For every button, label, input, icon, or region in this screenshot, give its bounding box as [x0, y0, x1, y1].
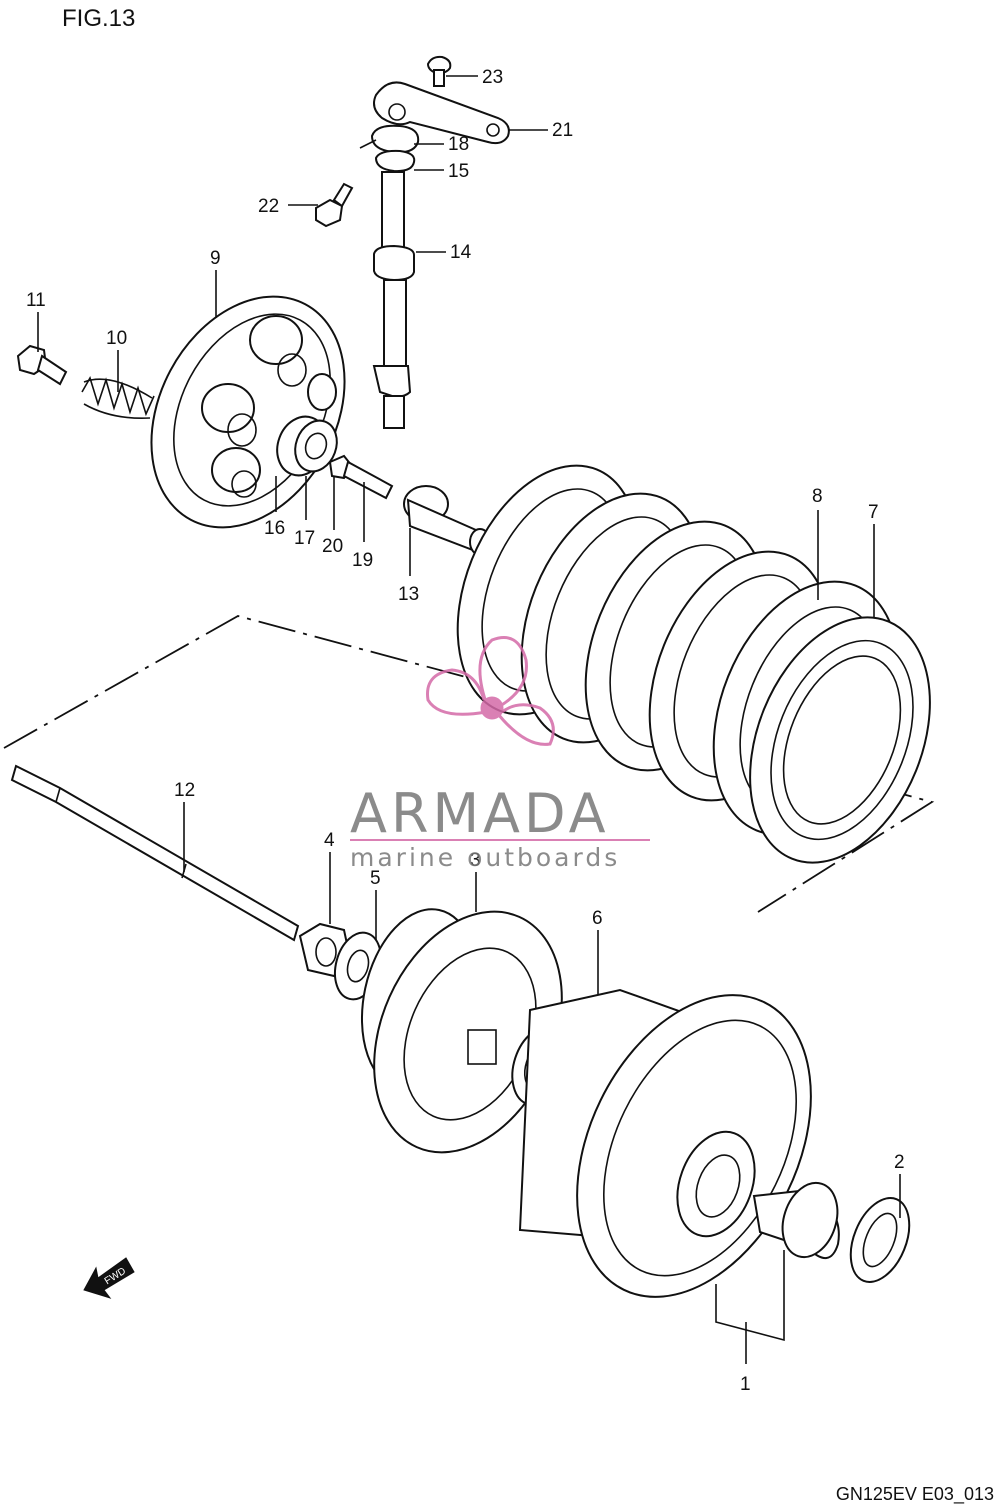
forward-arrow-icon: FWD [83, 1257, 135, 1299]
propeller-logo [426, 636, 555, 746]
part-label-20: 20 [322, 536, 343, 557]
figure-code: GN125EV E03_013 [836, 1484, 994, 1505]
part-label-2: 2 [894, 1152, 905, 1173]
part-label-17: 17 [294, 528, 315, 549]
leader-lines [37, 75, 901, 1364]
part-label-6: 6 [592, 908, 603, 929]
part-labels: 23 21 18 15 22 14 9 11 10 16 17 20 19 13… [26, 67, 905, 1395]
part-label-8: 8 [812, 486, 823, 507]
pressure-plate-assembly [16, 295, 394, 529]
push-piece [403, 485, 491, 556]
part-label-10: 10 [106, 328, 127, 349]
part-label-15: 15 [448, 161, 469, 182]
watermark-brand: ARMADA [350, 782, 610, 845]
part-label-3: 3 [470, 850, 481, 871]
clutch-plates-stack [456, 464, 931, 864]
armada-watermark: ARMADA marine outboards [350, 636, 650, 872]
part-label-21: 21 [552, 120, 573, 141]
part-label-16: 16 [264, 518, 285, 539]
part-label-18: 18 [448, 134, 469, 155]
push-rod [10, 764, 300, 942]
part-label-11: 11 [26, 290, 46, 311]
part-label-19: 19 [352, 550, 373, 571]
housing-spacer-washer [849, 1197, 911, 1283]
part-label-9: 9 [210, 248, 221, 269]
part-label-14: 14 [450, 242, 472, 263]
release-lever-assembly [315, 55, 510, 429]
part-label-22: 22 [258, 196, 279, 217]
part-label-5: 5 [370, 868, 381, 889]
figure-title: FIG.13 [62, 5, 135, 32]
part-label-7: 7 [868, 502, 879, 523]
watermark-tagline: marine outboards [350, 843, 620, 872]
part-label-12: 12 [174, 780, 195, 801]
part-label-4: 4 [324, 830, 335, 851]
clutch-housing [518, 988, 840, 1298]
part-label-23: 23 [482, 67, 503, 88]
part-label-1: 1 [740, 1374, 751, 1395]
part-label-13: 13 [398, 584, 419, 605]
